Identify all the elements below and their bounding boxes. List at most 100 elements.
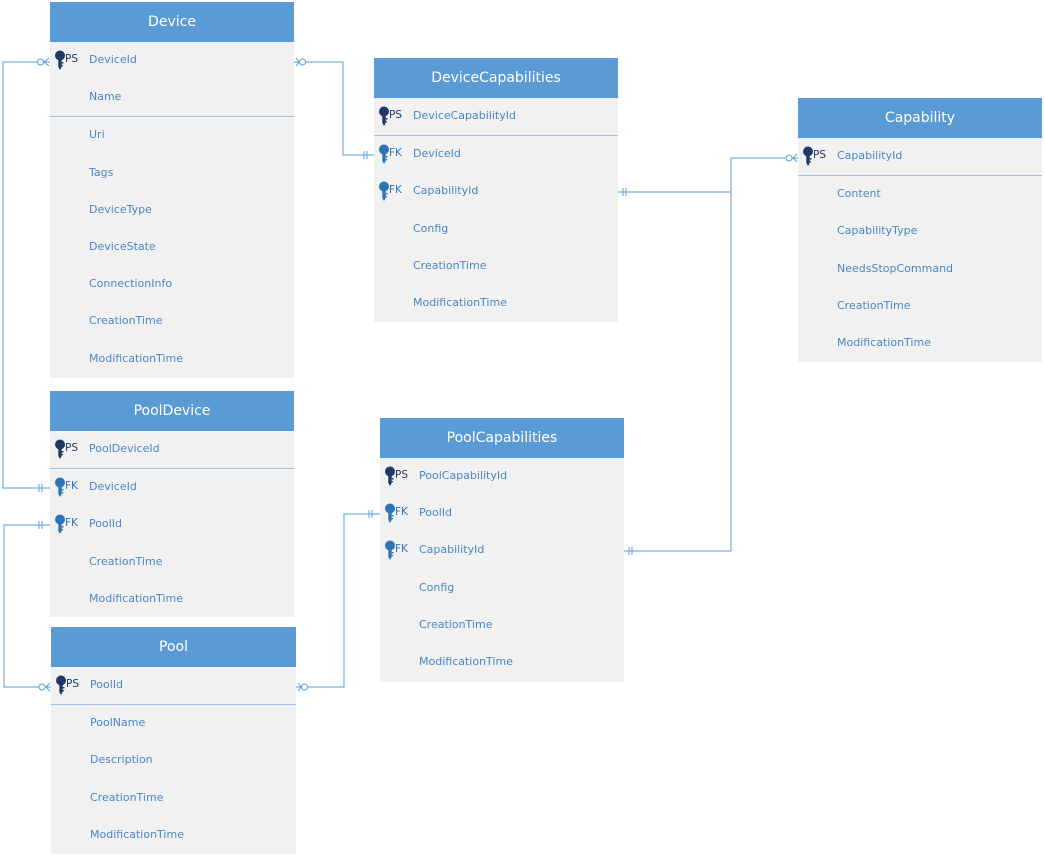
field-row[interactable]: FK DeviceId	[374, 135, 618, 173]
field-row[interactable]: Description	[51, 742, 296, 779]
entity-capability[interactable]: Capability PS CapabilityId Content Capab…	[798, 98, 1042, 362]
entity-title: PoolCapabilities	[380, 418, 624, 458]
field-name: Tags	[89, 165, 114, 179]
field-name: NeedsStopCommand	[837, 261, 954, 275]
field-row[interactable]: ModificationTime	[380, 644, 624, 681]
field-name: DeviceId	[413, 147, 461, 161]
field-row[interactable]: ConnectionInfo	[50, 266, 294, 303]
key-tag: FK	[395, 506, 408, 519]
field-name: PoolDeviceId	[89, 442, 160, 455]
entity-devicecapabilities[interactable]: DeviceCapabilities PS DeviceCapabilityId…	[374, 58, 618, 322]
field-row[interactable]: CreationTime	[50, 303, 294, 340]
field-name: CreationTime	[837, 298, 911, 312]
field-row[interactable]: FK CapabilityId	[380, 532, 624, 569]
field-name: CreationTime	[89, 314, 163, 328]
entity-poolcapabilities[interactable]: PoolCapabilities PS PoolCapabilityId FK …	[380, 418, 624, 682]
field-row[interactable]: ModificationTime	[50, 581, 294, 618]
field-name: PoolId	[419, 506, 452, 520]
key-tag: PS	[395, 469, 408, 481]
field-row[interactable]: PS DeviceCapabilityId	[374, 98, 618, 135]
field-row[interactable]: CreationTime	[51, 780, 296, 817]
key-tag: FK	[389, 184, 402, 197]
key-tag: PS	[813, 149, 826, 161]
field-name: DeviceId	[89, 480, 137, 494]
field-name: PoolId	[90, 678, 123, 691]
field-name: ModificationTime	[89, 591, 183, 605]
key-icon	[54, 439, 66, 461]
key-icon	[55, 675, 67, 697]
key-tag: PS	[66, 678, 79, 690]
field-row[interactable]: ModificationTime	[374, 285, 618, 322]
field-row[interactable]: Name	[50, 79, 294, 116]
field-name: CapabilityId	[837, 149, 903, 162]
field-name: ModificationTime	[89, 351, 183, 365]
field-name: ModificationTime	[90, 827, 184, 841]
key-icon	[378, 106, 390, 128]
field-row[interactable]: Config	[374, 211, 618, 248]
field-row[interactable]: CreationTime	[50, 544, 294, 581]
field-name: CapabilityId	[419, 543, 485, 557]
field-name: Description	[90, 753, 153, 767]
field-name: PoolName	[90, 716, 146, 730]
field-row[interactable]: CapabilityType	[798, 213, 1042, 250]
field-name: Name	[89, 90, 122, 104]
key-icon	[378, 144, 390, 166]
entity-title: DeviceCapabilities	[374, 58, 618, 98]
field-name: CreationTime	[419, 617, 493, 631]
field-name: Uri	[89, 128, 105, 142]
field-row[interactable]: PS DeviceId	[50, 42, 294, 79]
field-name: DeviceType	[89, 202, 152, 216]
field-row[interactable]: DeviceState	[50, 229, 294, 266]
key-tag: FK	[389, 147, 402, 160]
key-tag: FK	[65, 517, 78, 530]
field-row[interactable]: PS CapabilityId	[798, 138, 1042, 175]
entity-title: Device	[50, 2, 294, 42]
field-name: ModificationTime	[413, 295, 507, 309]
field-row[interactable]: Config	[380, 570, 624, 607]
field-row[interactable]: PoolName	[51, 704, 296, 742]
field-name: DeviceId	[89, 53, 137, 66]
relationship-device-pooldevice	[2, 57, 50, 492]
field-name: PoolId	[89, 517, 122, 531]
field-row[interactable]: FK CapabilityId	[374, 173, 618, 210]
field-row[interactable]: FK PoolId	[380, 495, 624, 532]
entity-pool[interactable]: Pool PS PoolId PoolName Description Crea…	[51, 627, 296, 854]
field-name: DeviceState	[89, 239, 156, 253]
entity-title: PoolDevice	[50, 391, 294, 431]
field-row[interactable]: PS PoolDeviceId	[50, 431, 294, 468]
field-row[interactable]: Uri	[50, 116, 294, 154]
field-name: DeviceCapabilityId	[413, 109, 516, 122]
key-icon	[378, 181, 390, 203]
field-row[interactable]: NeedsStopCommand	[798, 251, 1042, 288]
key-icon	[54, 477, 66, 499]
field-row[interactable]: PS PoolId	[51, 667, 296, 704]
field-name: PoolCapabilityId	[419, 469, 508, 482]
field-row[interactable]: CreationTime	[798, 288, 1042, 325]
field-row[interactable]: FK PoolId	[50, 506, 294, 543]
key-icon	[54, 514, 66, 536]
key-icon	[802, 146, 814, 168]
field-row[interactable]: ModificationTime	[51, 817, 296, 854]
field-row[interactable]: Content	[798, 175, 1042, 213]
field-row[interactable]: Tags	[50, 155, 294, 192]
entity-device[interactable]: Device PS DeviceId Name Uri Tags DeviceT…	[50, 2, 294, 378]
entity-pooldevice[interactable]: PoolDevice PS PoolDeviceId FK DeviceId F…	[50, 391, 294, 617]
field-name: CapabilityId	[413, 184, 479, 198]
field-name: Content	[837, 187, 881, 201]
key-icon	[384, 466, 396, 488]
field-row[interactable]: CreationTime	[380, 607, 624, 644]
field-row[interactable]: ModificationTime	[798, 325, 1042, 362]
relationship-pool-pooldevice	[3, 521, 51, 692]
key-tag: PS	[389, 109, 402, 121]
field-row[interactable]: PS PoolCapabilityId	[380, 458, 624, 495]
entity-title: Pool	[51, 627, 296, 667]
key-tag: FK	[65, 480, 78, 493]
field-name: Config	[419, 580, 455, 594]
field-row[interactable]: ModificationTime	[50, 341, 294, 378]
field-row[interactable]: CreationTime	[374, 248, 618, 285]
relationship-capability-poolcapabilities	[624, 192, 732, 555]
field-row[interactable]: FK DeviceId	[50, 468, 294, 506]
field-row[interactable]: DeviceType	[50, 192, 294, 229]
field-name: CreationTime	[89, 554, 163, 568]
field-name: ModificationTime	[419, 654, 513, 668]
